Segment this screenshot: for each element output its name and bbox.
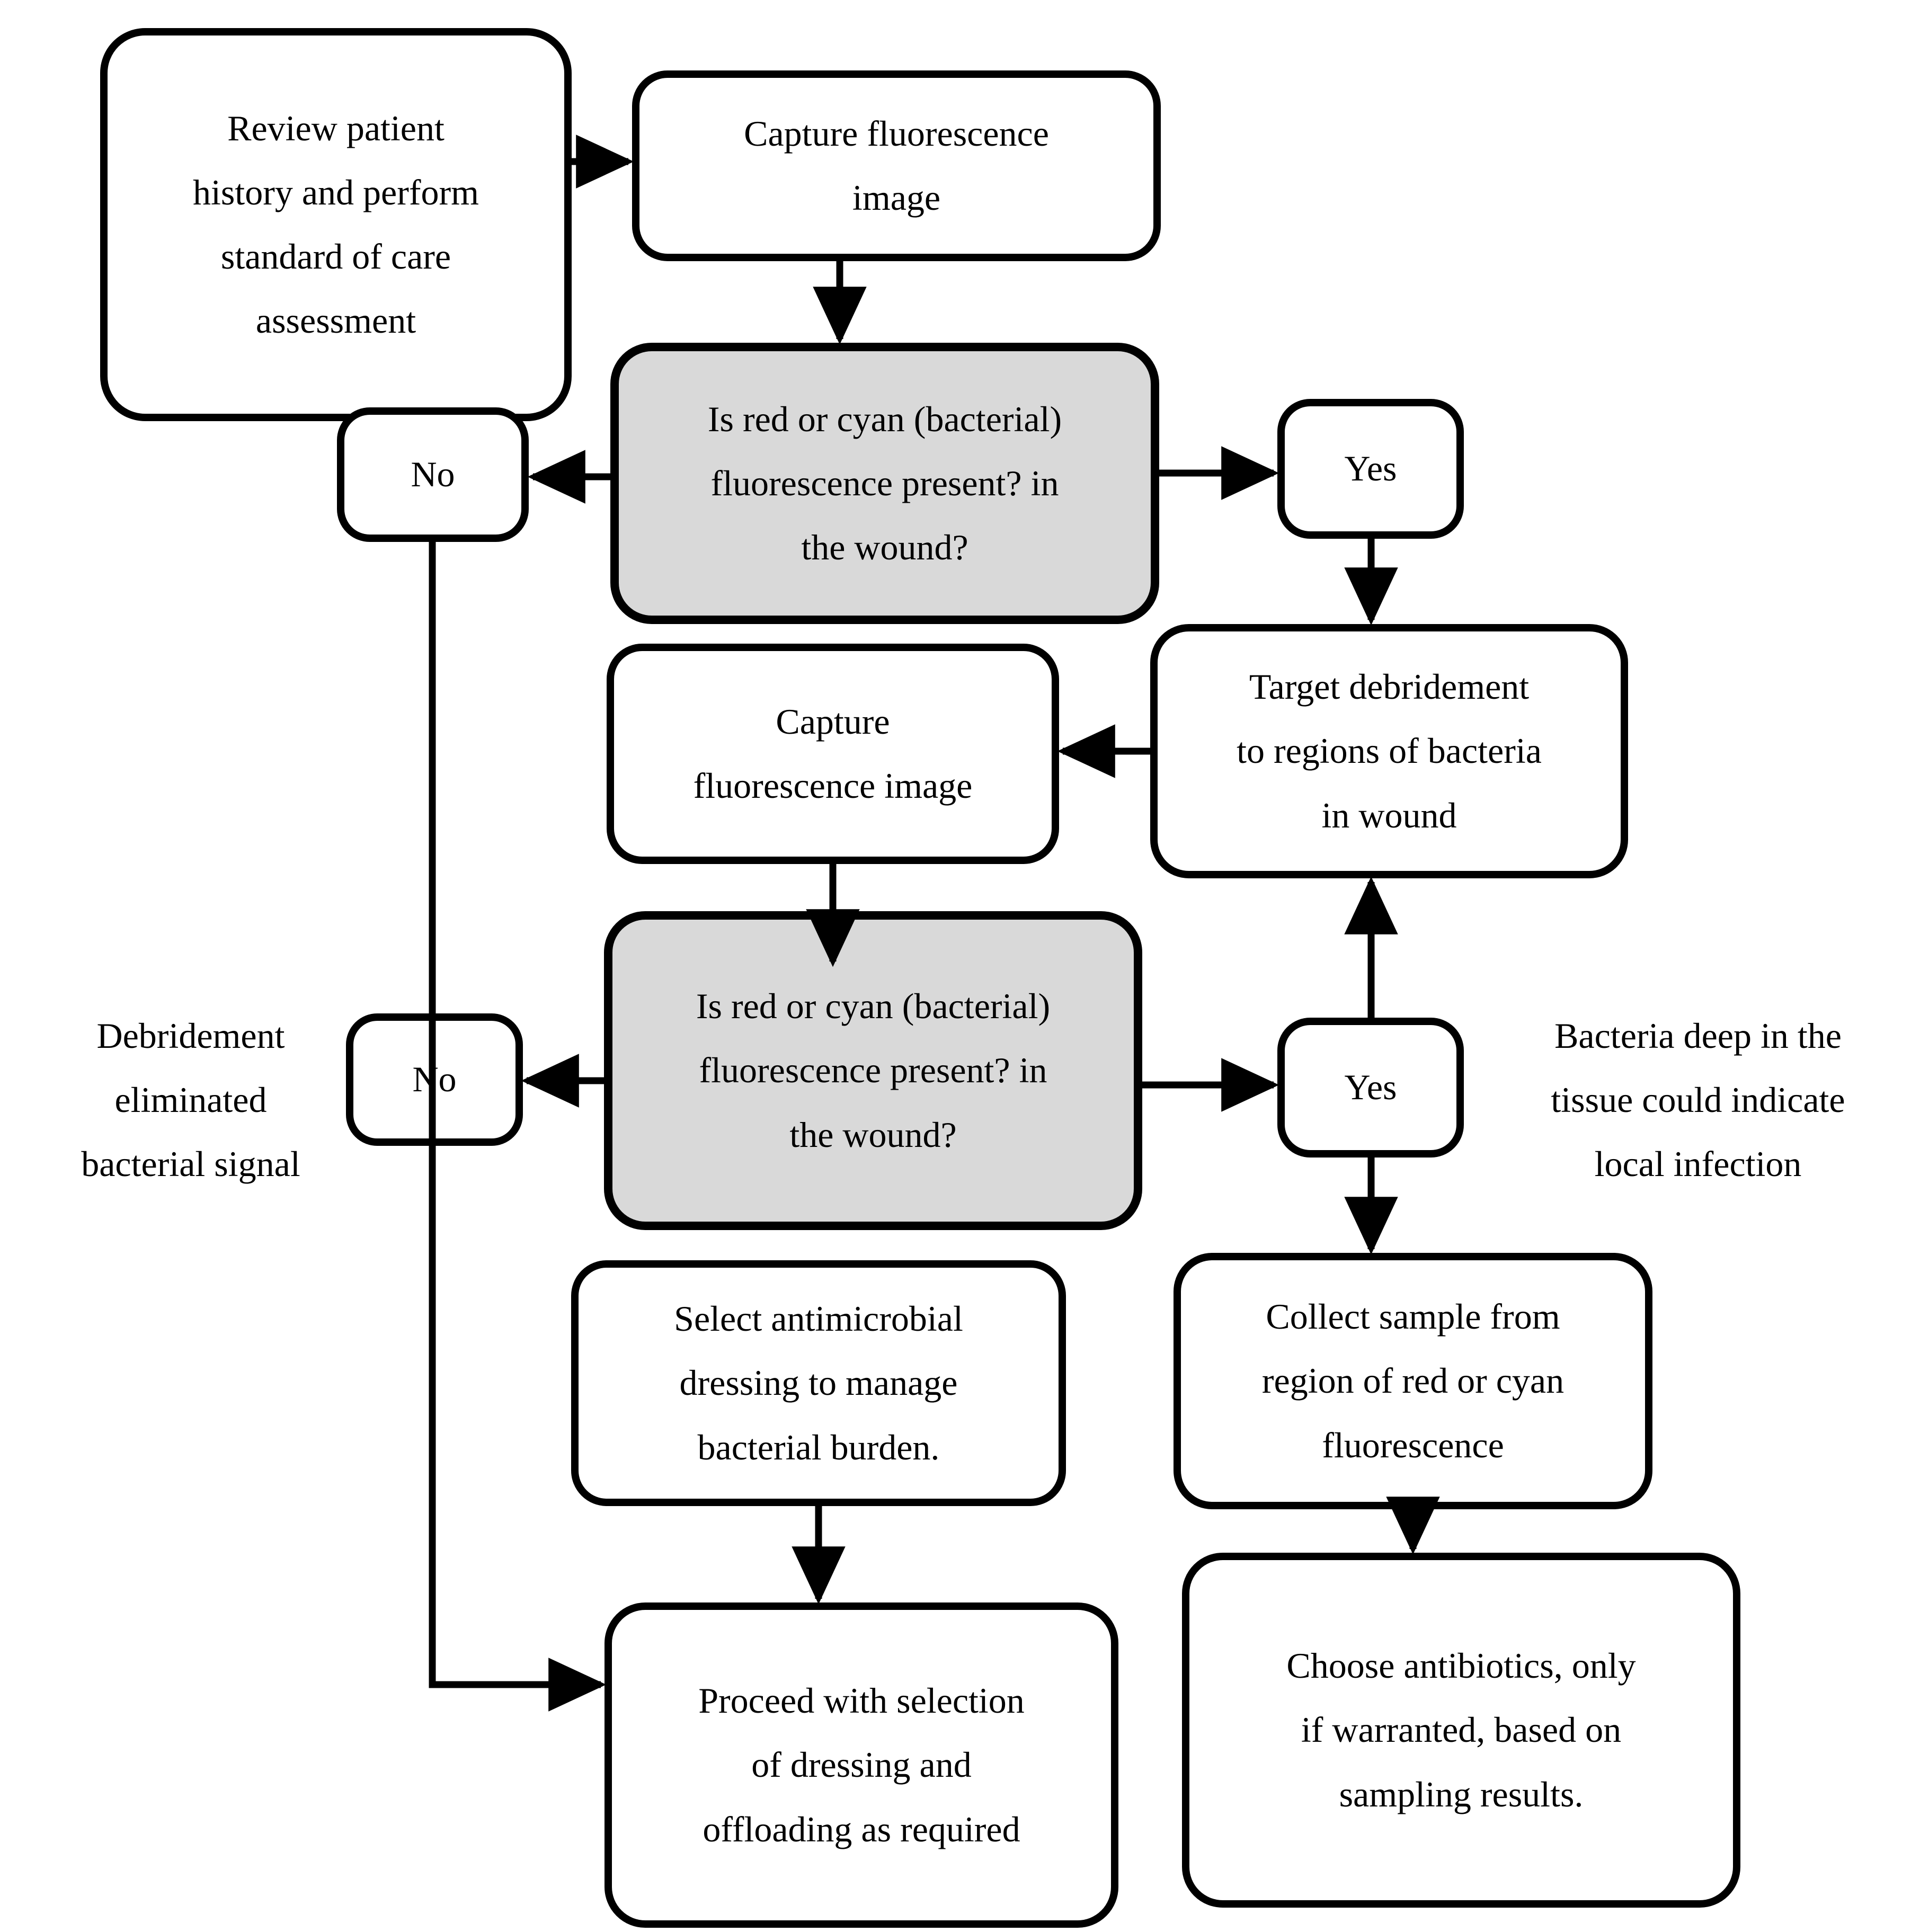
node-yes-2 [1277, 1018, 1464, 1158]
node-decision-fluorescence-1 [610, 343, 1159, 624]
node-collect-sample [1174, 1253, 1652, 1509]
edge-no-path-to-proceed [429, 538, 607, 1712]
annotation-bacteria-deep-note: Bacteria deep in the tissue could indica… [1551, 1016, 1845, 1185]
node-capture-fluorescence-image-1 [632, 70, 1161, 261]
node-decision-fluorescence-2 [604, 911, 1142, 1230]
node-proceed-with-selection [605, 1602, 1118, 1928]
node-target-debridement [1150, 624, 1628, 878]
node-review-patient-history [100, 28, 572, 421]
node-no-1 [337, 407, 529, 542]
node-capture-fluorescence-image-2 [607, 644, 1059, 864]
node-yes-1 [1277, 399, 1464, 539]
node-select-antimicrobial-dressing [571, 1260, 1066, 1506]
node-choose-antibiotics [1182, 1553, 1740, 1908]
annotation-debridement-eliminated-note: Debridement eliminated bacterial signal [81, 1016, 300, 1185]
